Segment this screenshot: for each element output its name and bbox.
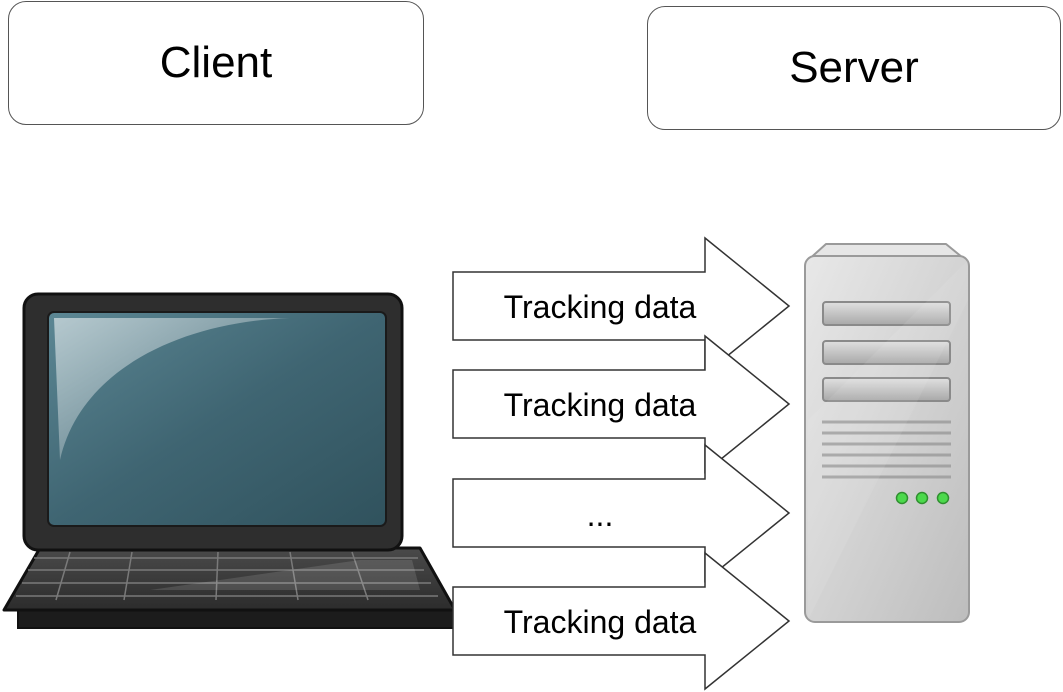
server-led-2 bbox=[915, 491, 929, 505]
arrow-3 bbox=[452, 443, 791, 583]
arrow-label-1: Tracking data bbox=[504, 289, 697, 325]
server-tower-icon bbox=[804, 243, 970, 623]
client-box: Client bbox=[8, 1, 424, 125]
server-led-1 bbox=[895, 491, 909, 505]
arrows-group bbox=[452, 236, 791, 691]
arrow-label-3: ... bbox=[587, 497, 614, 533]
server-label: Server bbox=[789, 43, 919, 92]
laptop-icon bbox=[2, 292, 457, 629]
arrow-label-4: Tracking data bbox=[504, 604, 697, 640]
arrow-label-2: Tracking data bbox=[504, 387, 697, 423]
server-led-3 bbox=[936, 491, 950, 505]
client-label: Client bbox=[159, 38, 273, 87]
arrow-2 bbox=[452, 334, 791, 474]
arrow-4 bbox=[452, 551, 791, 691]
server-box: Server bbox=[647, 6, 1061, 130]
